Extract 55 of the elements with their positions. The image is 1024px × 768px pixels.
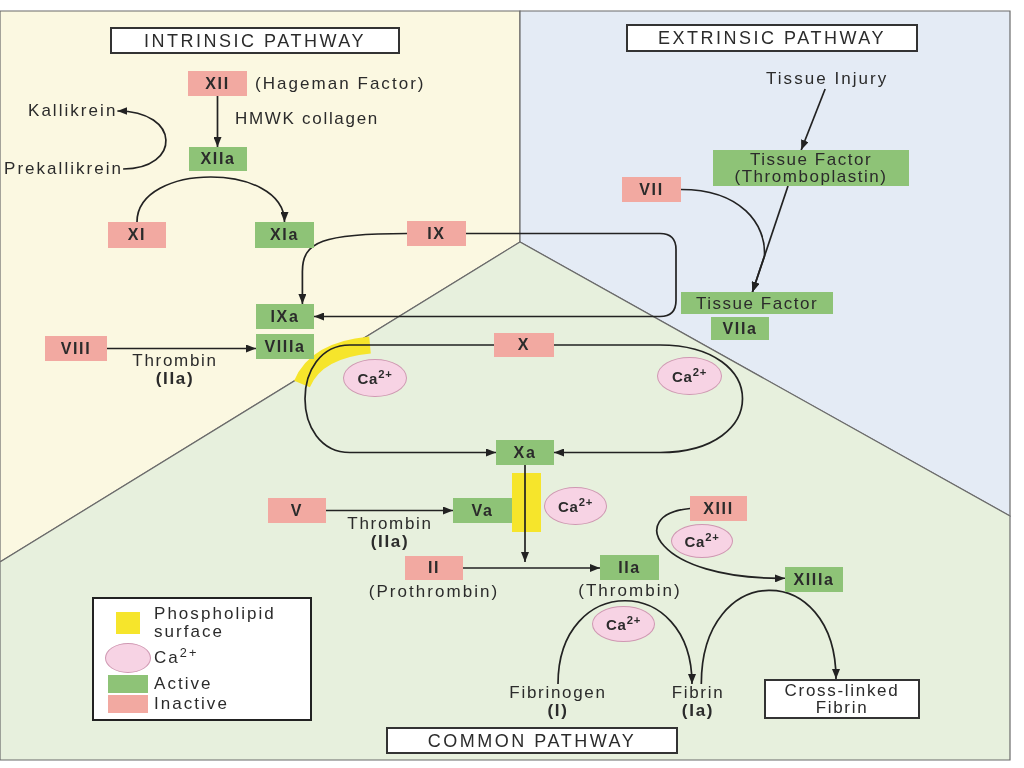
factor-box: Tissue Factor	[681, 292, 833, 314]
factor-box: XIIa	[189, 147, 247, 171]
pathway-title-box: INTRINSIC PATHWAY	[110, 27, 400, 54]
pathway-title-box: COMMON PATHWAY	[386, 727, 678, 754]
arrow	[557, 599, 695, 685]
edge-label: Thrombin (IIa)	[346, 515, 434, 551]
arrow	[680, 188, 766, 293]
legend-label: Inactive	[154, 695, 229, 713]
arrow	[656, 507, 786, 582]
factor-box: VIIIa	[256, 334, 314, 359]
legend-label: Active	[154, 675, 213, 693]
factor-box: VIII	[45, 336, 107, 361]
factor-box: V	[268, 498, 326, 523]
legend-label: Phospholipid surface	[154, 605, 277, 641]
arrow	[325, 506, 454, 515]
factor-box: IXa	[256, 304, 314, 329]
arrow	[313, 232, 677, 321]
substance-label: Kallikrein	[28, 101, 118, 121]
factor-box: Xa	[496, 440, 554, 465]
factor-box: II	[405, 556, 463, 580]
substance-label: Prekallikrein	[4, 159, 124, 179]
arrow	[800, 88, 826, 151]
factor-box: IX	[407, 221, 466, 246]
substance-label: Tissue Injury	[766, 69, 889, 89]
factor-box: Tissue Factor (Thromboplastin)	[713, 150, 909, 186]
factor-box: XI	[108, 222, 166, 248]
arrow	[521, 464, 529, 563]
factor-box: XII	[188, 71, 247, 96]
factor-name-caption: (Hageman Factor)	[255, 75, 426, 93]
factor-name-caption: (Prothrombin)	[367, 583, 501, 601]
legend-label: Ca$^{2+}$	[154, 649, 199, 667]
arrow	[700, 589, 839, 685]
arrow	[298, 232, 408, 305]
arrow	[106, 344, 257, 353]
substance-label: Fibrinogen (I)	[502, 684, 614, 720]
edge-label: HMWK collagen	[235, 110, 379, 128]
edge-label: Thrombin (IIa)	[131, 352, 219, 388]
arrow	[304, 344, 497, 457]
factor-box: X	[494, 333, 554, 357]
arrow	[136, 176, 287, 223]
product-box: Cross-linked Fibrin	[764, 679, 920, 719]
factor-box: Va	[453, 498, 512, 523]
factor-box: VIIa	[711, 317, 769, 340]
arrow	[462, 564, 601, 572]
factor-box: XIII	[690, 496, 747, 521]
arrow	[553, 344, 744, 457]
substance-label: Fibrin (Ia)	[665, 684, 731, 720]
factor-box: XIa	[255, 222, 314, 248]
factor-box: XIIIa	[785, 567, 843, 592]
factor-box: VII	[622, 177, 681, 202]
arrow	[116, 107, 167, 170]
factor-name-caption: (Thrombin)	[577, 582, 683, 600]
arrow	[213, 95, 222, 148]
factor-box: IIa	[600, 555, 659, 580]
pathway-title-box: EXTRINSIC PATHWAY	[626, 24, 918, 52]
